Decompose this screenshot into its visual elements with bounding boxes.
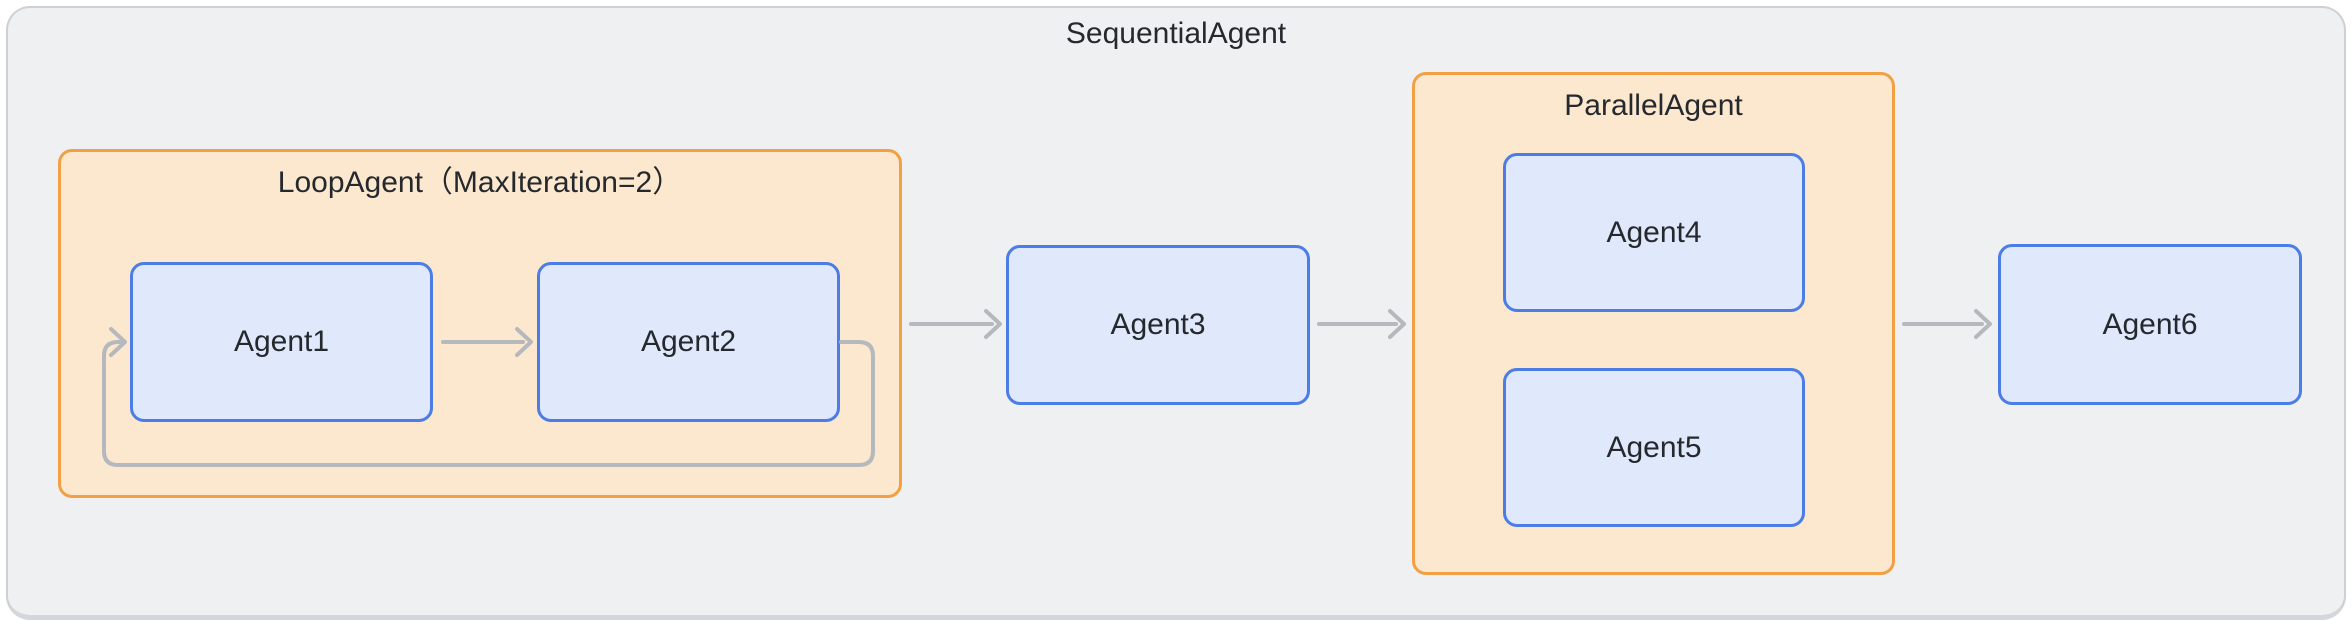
node-agent2-label: Agent2: [640, 325, 737, 358]
node-agent6-label: Agent6: [2102, 307, 2198, 341]
node-agent4-label: Agent4: [1606, 215, 1702, 249]
node-agent5: Agent5: [1503, 368, 1805, 527]
node-agent3: Agent3: [1006, 245, 1310, 405]
node-agent3-label: Agent3: [1110, 308, 1206, 341]
node-agent5-label: Agent5: [1606, 430, 1702, 464]
loop-agent-group: LoopAgent（MaxIteration=2） Agent1 Agent2: [58, 149, 902, 498]
loop-agent-title: LoopAgent（MaxIteration=2）: [277, 166, 683, 199]
node-agent2: Agent2: [537, 262, 840, 422]
sequential-agent-title: SequentialAgent: [1065, 17, 1287, 50]
node-agent6: Agent6: [1998, 244, 2302, 405]
node-agent1: Agent1: [130, 262, 433, 422]
node-agent4: Agent4: [1503, 153, 1805, 312]
node-agent1-label: Agent1: [233, 325, 330, 358]
parallel-agent-group: ParallelAgent Agent4 Agent5: [1412, 72, 1895, 575]
sequential-agent-container: SequentialAgent LoopAgent（MaxIteration=2…: [6, 6, 2346, 620]
parallel-agent-title: ParallelAgent: [1564, 89, 1743, 122]
